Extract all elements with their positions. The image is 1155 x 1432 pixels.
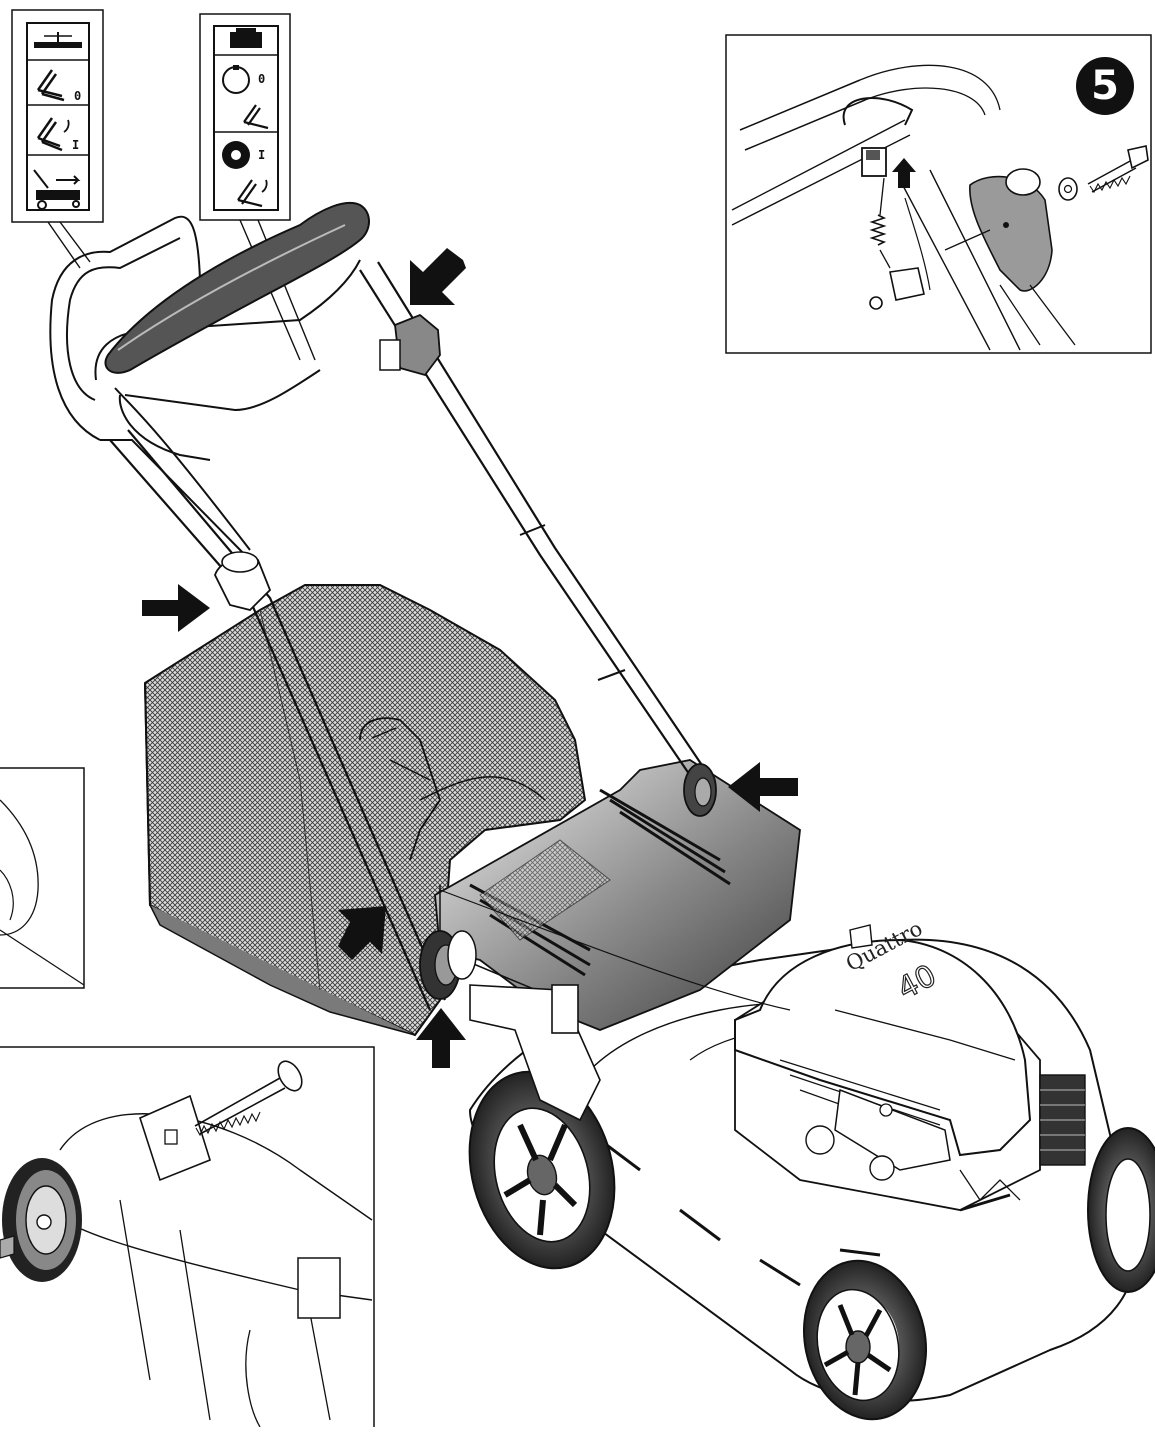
handle-engaged-icon	[36, 117, 70, 152]
right-lower-handle-knob[interactable]	[683, 763, 717, 817]
middle-decal-symbol-o: 0	[258, 72, 266, 86]
arrow-upper-right-knob-icon	[410, 248, 466, 305]
upper-handle-knob[interactable]	[379, 313, 441, 377]
arrow-left-knob-icon	[142, 584, 210, 632]
mower-drive-icon	[33, 169, 81, 210]
left-decal-symbol-i: I	[72, 138, 80, 152]
left-lower-handle-knob[interactable]	[419, 930, 477, 1000]
left-decal-symbol-o: 0	[74, 89, 82, 103]
engine-control-decal	[199, 13, 316, 361]
run-switch-icon	[222, 141, 268, 208]
star-knob	[0, 1158, 82, 1282]
up-arrow-icon	[892, 158, 916, 188]
handle-grip[interactable]	[104, 201, 370, 374]
left-control-decal	[11, 9, 104, 269]
arrow-bottom-knob-icon	[416, 1008, 466, 1068]
discharge-hood	[434, 759, 801, 1031]
engine-icon	[230, 28, 262, 48]
engine	[734, 924, 1086, 1211]
step-number-badge: 5	[1076, 57, 1134, 115]
arrow-lower-left-knob-icon	[338, 906, 386, 960]
lawn-mower	[49, 201, 1155, 1421]
grass-catcher	[143, 584, 587, 1037]
blade-icon	[34, 32, 82, 48]
grip-detail-inset	[0, 767, 85, 989]
handle-released-icon	[36, 69, 65, 102]
upper-left-handle-knob[interactable]	[214, 551, 272, 611]
stop-switch-icon	[222, 65, 269, 130]
front-wheel	[802, 1259, 928, 1421]
middle-decal-symbol-i: I	[258, 148, 266, 162]
handle-knob-detail-inset	[0, 1046, 375, 1432]
rear-left-wheel	[468, 1070, 616, 1270]
rear-right-wheel	[1087, 1127, 1155, 1293]
arrow-right-lower-knob-icon	[728, 762, 798, 812]
